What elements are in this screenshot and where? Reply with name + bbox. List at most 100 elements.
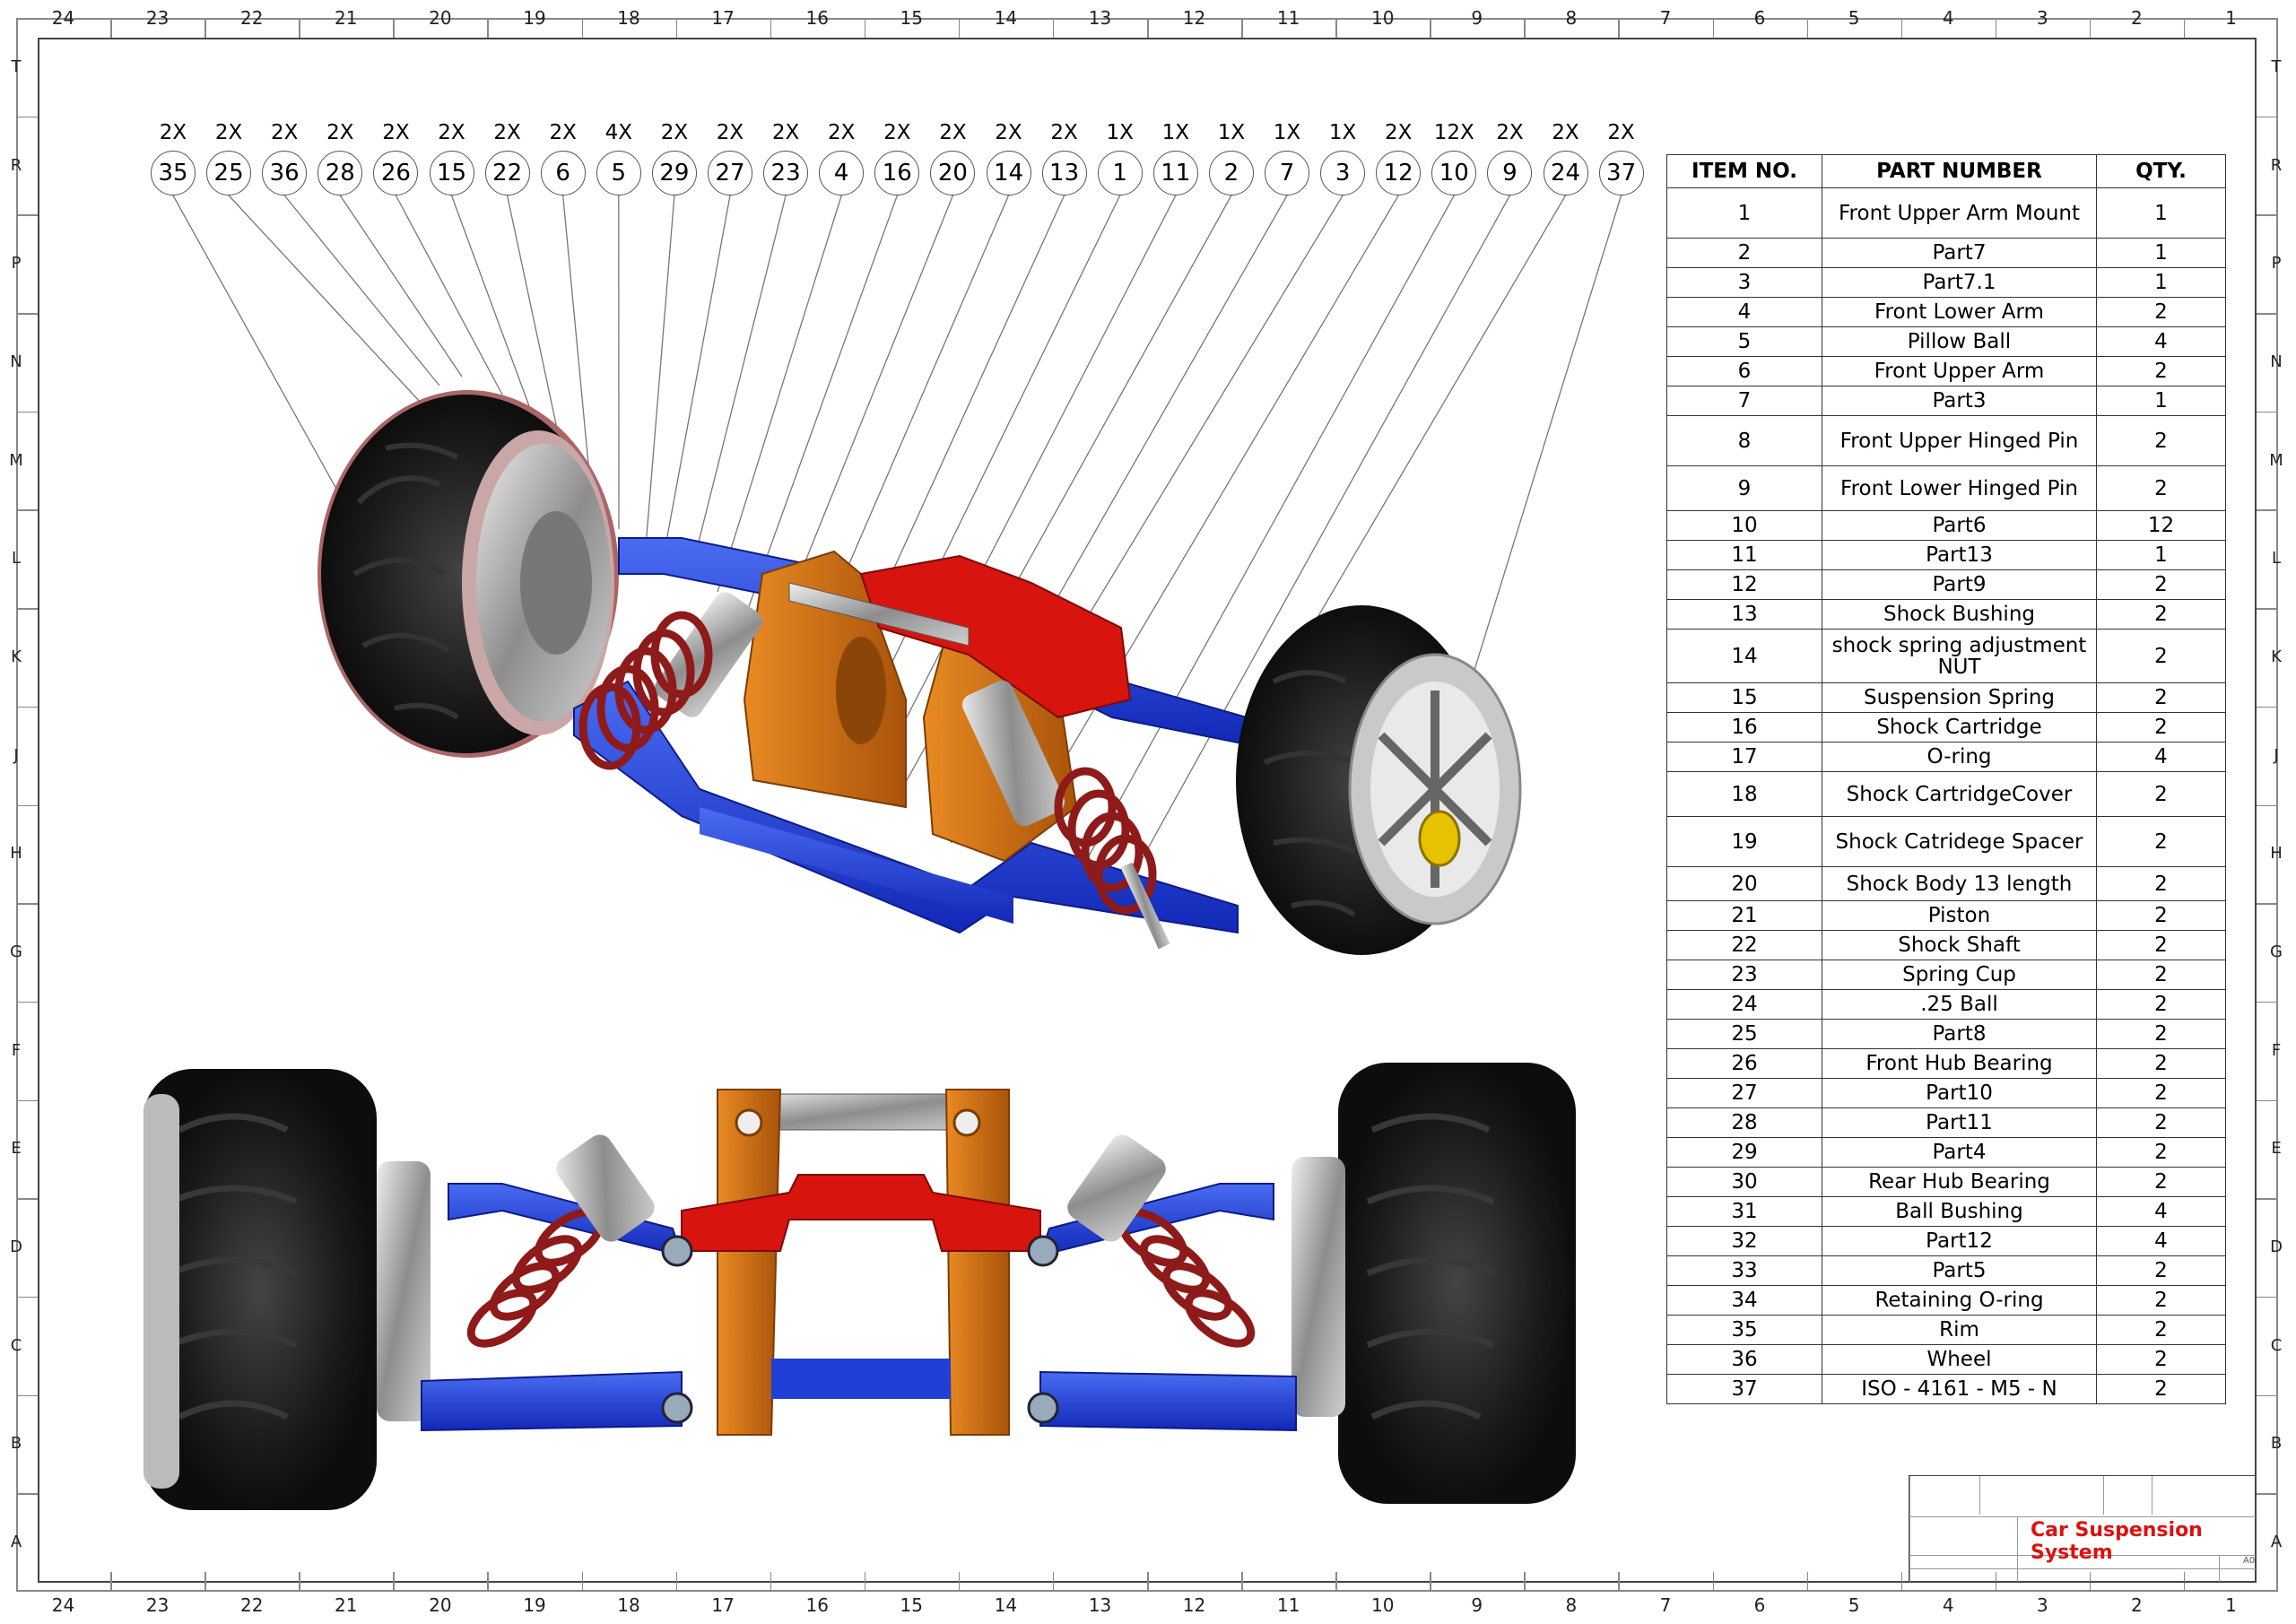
zone-column-bottom-22: 22	[239, 1594, 264, 1616]
zone-row-right-L: L	[2271, 549, 2282, 569]
bom-cell-qty: 2	[2096, 569, 2226, 600]
bom-cell-part: Shock Shaft	[1822, 930, 2097, 960]
zone-row-left-J: J	[13, 745, 19, 765]
zone-column-bottom-7: 7	[1659, 1594, 1672, 1616]
zone-row-right-T: T	[2271, 56, 2282, 76]
balloon-item-36: 36	[262, 151, 308, 195]
bom-cell-item: 8	[1666, 415, 1822, 466]
zone-column-top-24: 24	[51, 7, 75, 29]
bom-cell-item: 28	[1666, 1107, 1822, 1138]
bom-cell-part: Part7.1	[1822, 267, 2097, 298]
bom-cell-item: 12	[1666, 569, 1822, 600]
balloon-item-23: 23	[763, 151, 809, 195]
bom-cell-qty: 2	[2096, 599, 2226, 630]
leader-line-item-28	[339, 195, 463, 378]
bom-cell-item: 21	[1666, 900, 1822, 931]
balloon-item-6: 6	[540, 151, 586, 195]
zone-column-top-3: 3	[2036, 7, 2048, 29]
bom-cell-item: 18	[1666, 771, 1822, 817]
leader-line-item-12	[1004, 195, 1399, 862]
bom-header-item: ITEM NO.	[1666, 154, 1822, 188]
zone-row-right-F: F	[2271, 1040, 2282, 1060]
zone-row-left-L: L	[11, 549, 22, 569]
zone-column-top-10: 10	[1370, 7, 1395, 29]
zone-column-top-12: 12	[1182, 7, 1206, 29]
zone-column-bottom-2: 2	[2131, 1594, 2143, 1616]
leader-line-item-15	[450, 195, 539, 431]
balloon-qty: 1X	[1273, 121, 1301, 144]
zone-column-bottom-1: 1	[2225, 1594, 2237, 1616]
balloon-item-25: 25	[206, 151, 252, 195]
bom-cell-qty: 2	[2096, 1285, 2226, 1316]
bom-cell-part: Suspension Spring	[1822, 682, 2097, 713]
zone-row-left-F: F	[11, 1040, 22, 1060]
bom-cell-qty: 4	[2096, 1226, 2226, 1256]
bom-cell-qty: 2	[2096, 771, 2226, 817]
balloon-item-15: 15	[429, 151, 474, 195]
bom-cell-qty: 2	[2096, 415, 2226, 466]
balloon-qty: 2X	[1496, 121, 1524, 144]
bom-cell-part: Shock Body 13 length	[1822, 866, 2097, 901]
bom-cell-part: Part10	[1822, 1078, 2097, 1108]
zone-column-bottom-19: 19	[523, 1594, 546, 1616]
sheet-size: A0	[2243, 1556, 2256, 1566]
bom-cell-qty: 2	[2096, 629, 2226, 683]
bom-cell-part: Part4	[1822, 1137, 2097, 1168]
balloon-item-27: 27	[708, 151, 752, 195]
bom-cell-part: Part11	[1822, 1107, 2097, 1138]
bom-cell-item: 16	[1666, 712, 1822, 743]
balloon-item-1: 1	[1097, 151, 1143, 195]
balloon-qty: 2X	[1552, 121, 1579, 144]
zone-row-left-K: K	[11, 647, 22, 666]
balloon-item-7: 7	[1265, 151, 1309, 195]
bom-cell-part: Part8	[1822, 1019, 2097, 1049]
bom-cell-item: 1	[1666, 187, 1822, 239]
balloon-qty: 4X	[604, 121, 632, 144]
bom-cell-item: 34	[1666, 1285, 1822, 1316]
bom-cell-part: Retaining O-ring	[1822, 1285, 2097, 1316]
zone-column-bottom-5: 5	[1848, 1594, 1860, 1616]
zone-column-top-13: 13	[1088, 7, 1112, 29]
balloon-item-35: 35	[151, 151, 196, 195]
bom-cell-item: 11	[1666, 540, 1822, 570]
leader-line-item-26	[395, 195, 503, 395]
bom-cell-item: 2	[1666, 238, 1822, 268]
front-view	[144, 1063, 1576, 1510]
zone-row-right-M: M	[2269, 450, 2283, 470]
balloon-qty: 2X	[660, 121, 689, 144]
zone-row-right-P: P	[2271, 254, 2282, 274]
balloon-item-16: 16	[874, 151, 920, 195]
leader-line-item-23	[690, 195, 787, 575]
bom-cell-part: Ball Bushing	[1822, 1196, 2097, 1227]
zone-row-right-J: J	[2274, 745, 2279, 765]
zone-column-bottom-24: 24	[51, 1594, 75, 1616]
bom-cell-qty: 2	[2096, 900, 2226, 931]
zone-column-top-6: 6	[1753, 7, 1766, 29]
balloon-qty: 2X	[1050, 121, 1078, 144]
zone-row-left-B: B	[10, 1434, 22, 1454]
leader-line-item-27	[663, 195, 731, 557]
bom-cell-part: Part3	[1822, 386, 2097, 416]
zone-row-right-E: E	[2271, 1139, 2282, 1159]
balloon-item-10: 10	[1431, 151, 1477, 195]
balloon-qty: 2X	[771, 121, 800, 144]
bom-cell-item: 22	[1666, 930, 1822, 960]
zone-row-right-N: N	[2270, 352, 2283, 371]
bom-cell-qty: 12	[2096, 510, 2226, 541]
leader-line-item-35	[172, 195, 360, 530]
leader-line-item-11	[878, 195, 1177, 772]
bom-cell-qty: 2	[2096, 1078, 2226, 1108]
balloon-item-9: 9	[1487, 151, 1533, 195]
leader-line-item-9	[1120, 195, 1510, 898]
